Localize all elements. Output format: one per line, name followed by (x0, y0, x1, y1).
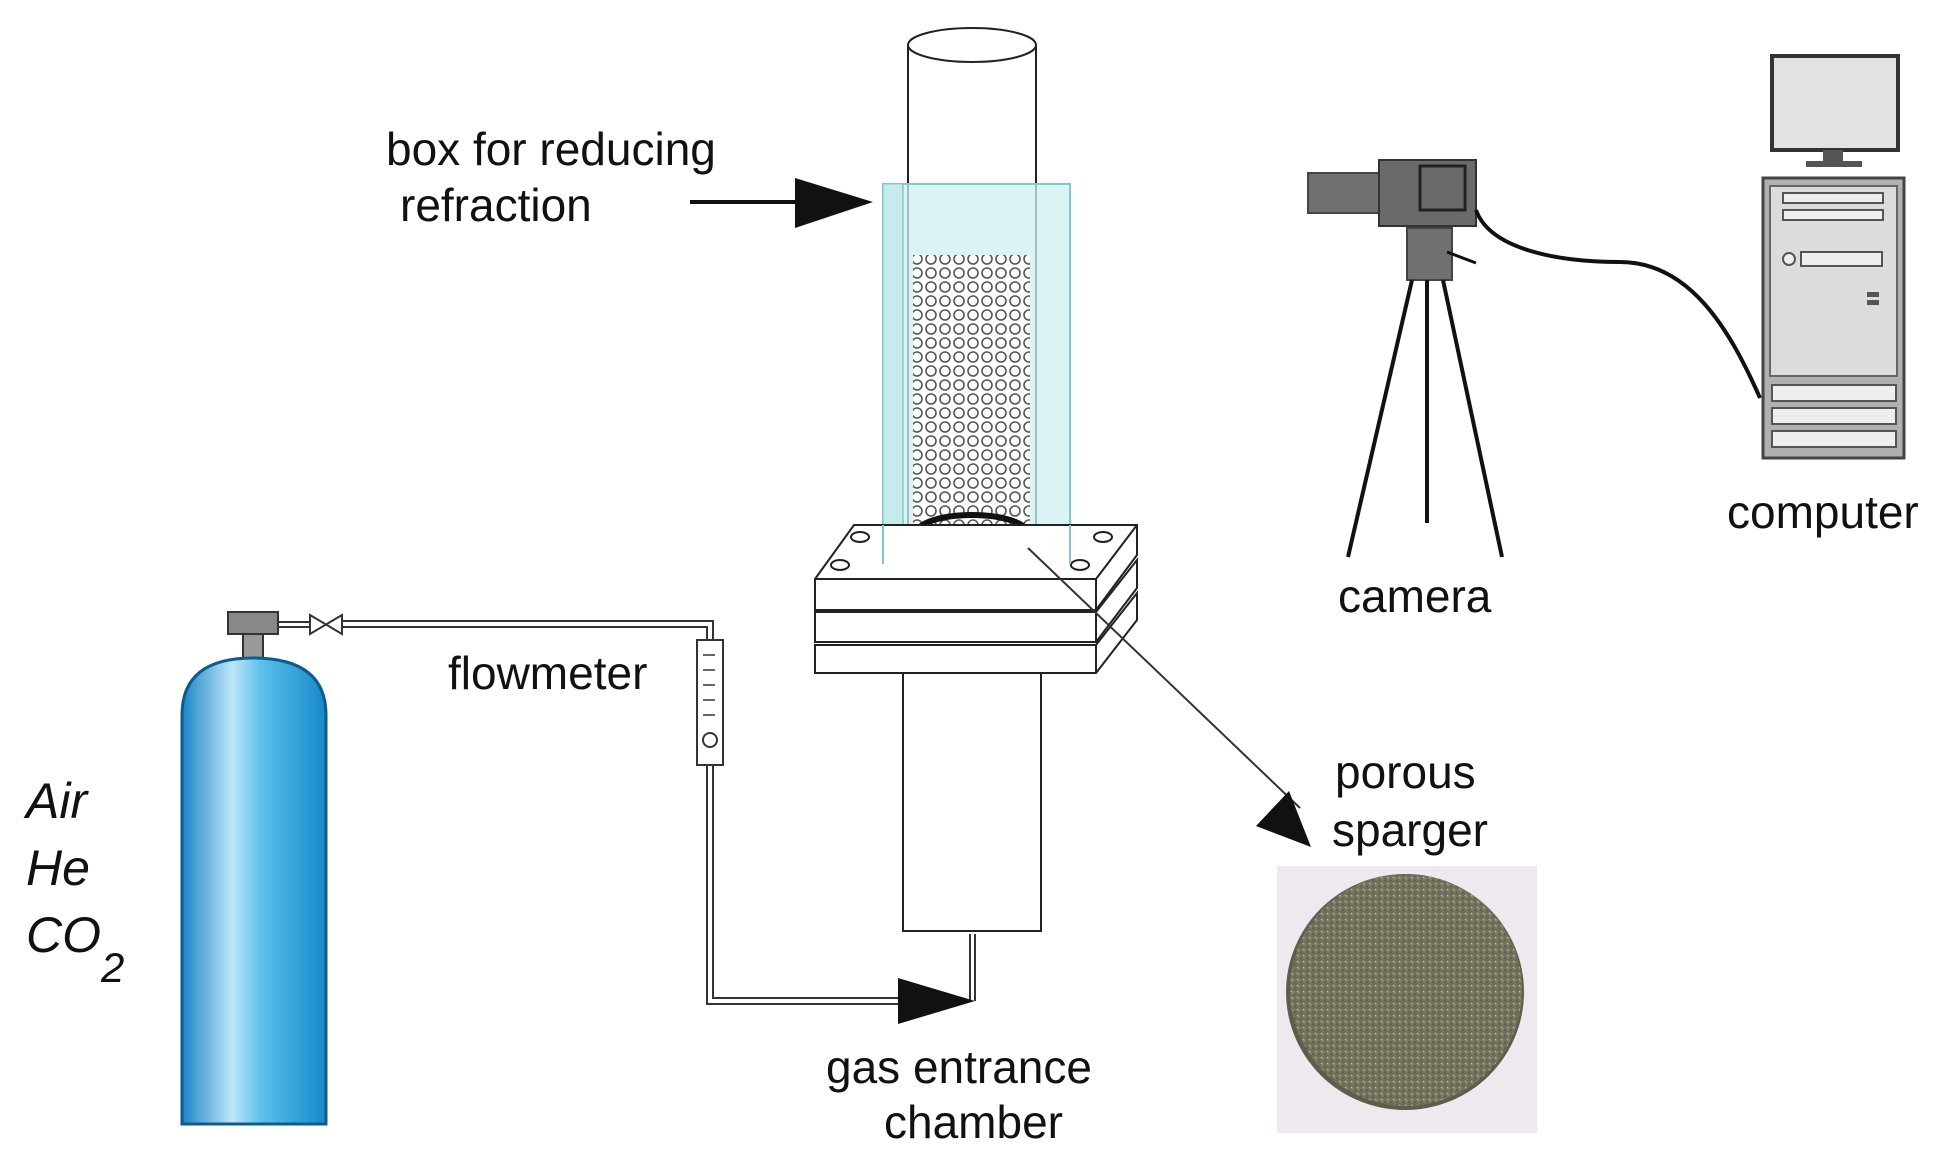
bubbles-region (913, 255, 1030, 535)
box-label-line2: refraction (400, 179, 592, 231)
bubble-column (882, 27, 1071, 565)
gas-co2-main: CO (26, 907, 101, 963)
flange-plates (814, 524, 1138, 674)
gas-co2-subscript: 2 (100, 944, 124, 991)
gas-entrance-chamber (902, 672, 1042, 932)
valve-icon (278, 613, 343, 636)
box-arrow (690, 178, 873, 228)
chamber-label-line1: gas entrance (826, 1041, 1092, 1093)
gas-he-label: He (26, 840, 90, 896)
arrow-icon (898, 978, 975, 1024)
flowmeter-label: flowmeter (448, 647, 647, 699)
chamber-label-line2: chamber (884, 1096, 1063, 1148)
arrow-icon (795, 178, 873, 228)
tripod-icon (1346, 279, 1504, 558)
arrow-icon (1256, 791, 1311, 847)
sparger-photo (1277, 866, 1537, 1133)
sparger-arrow (1027, 547, 1311, 847)
gas-co2-label: CO2 (26, 907, 124, 991)
gas-cylinder-icon (180, 611, 328, 1126)
sparger-label-line2: sparger (1332, 804, 1488, 856)
camera-icon (1307, 159, 1477, 281)
computer-icon (1761, 54, 1906, 460)
computer-label: computer (1727, 486, 1919, 538)
camera-cable (1474, 209, 1762, 399)
sparger-label-line1: porous (1335, 746, 1476, 798)
gas-line (342, 620, 976, 1005)
box-label-line1: box for reducing (386, 123, 716, 175)
gas-air-label: Air (23, 773, 89, 829)
camera-label: camera (1338, 570, 1492, 622)
flowmeter-icon (696, 639, 724, 766)
